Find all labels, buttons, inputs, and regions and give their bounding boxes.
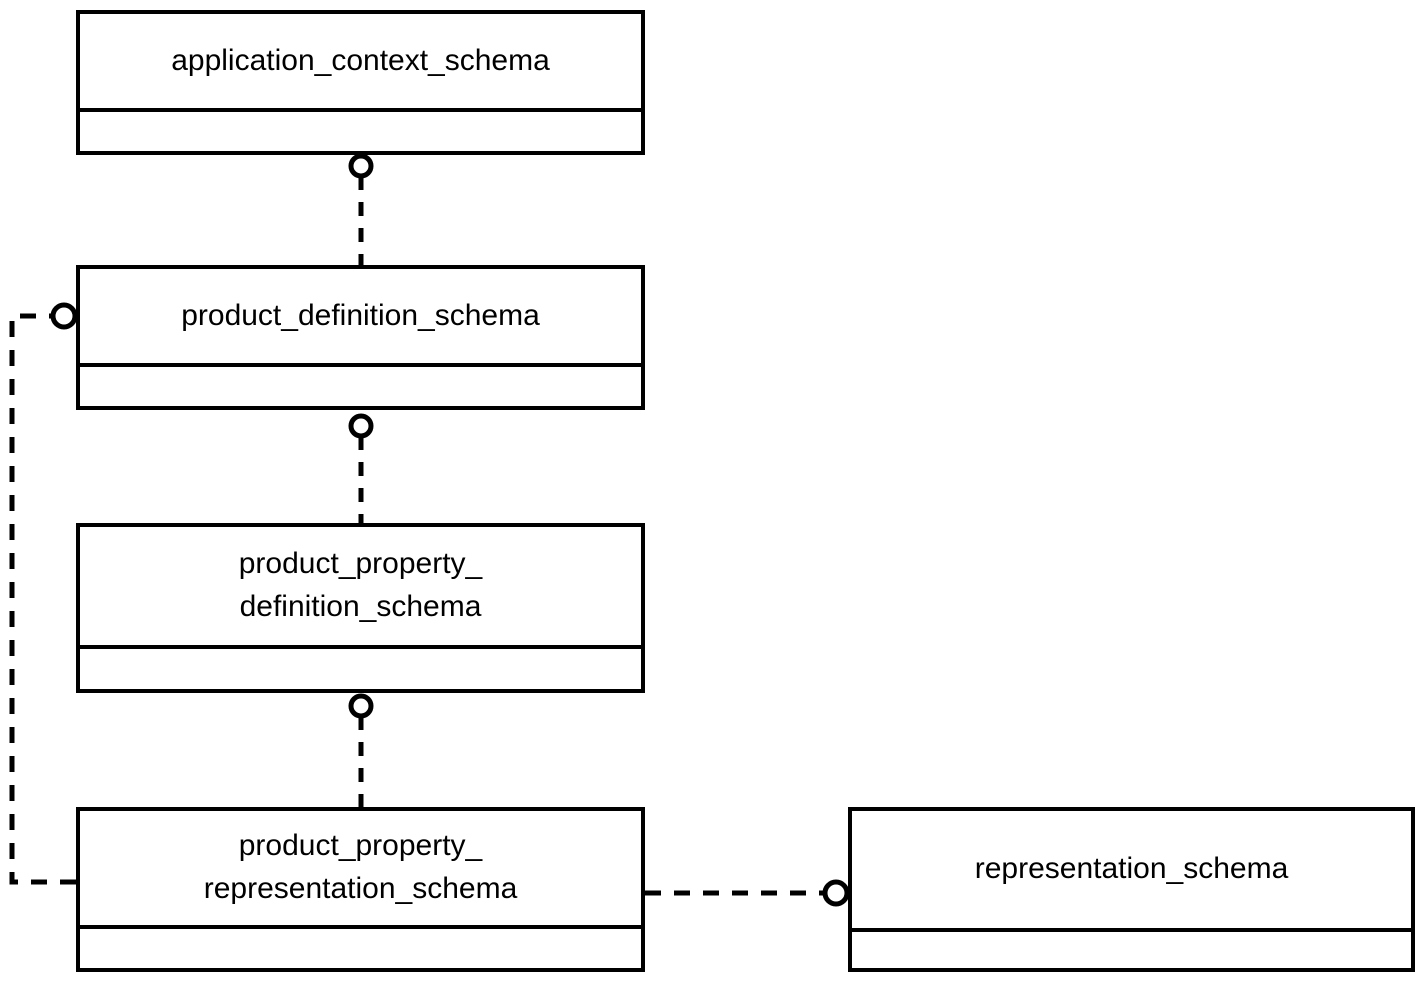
schema-box-attribute-cell [80, 929, 641, 968]
schema-box-representation-schema[interactable]: representation_schema [848, 807, 1415, 972]
schema-box-label: product_property_ representation_schema [203, 829, 518, 905]
schema-box-application-context-schema[interactable]: application_context_schema [76, 10, 645, 155]
schema-box-attribute-cell [80, 367, 641, 406]
schema-box-label: product_definition_schema [181, 298, 540, 332]
schema-box-divider [80, 925, 641, 929]
connector-application-context-to-product-definition[interactable] [348, 153, 374, 265]
connector-product-property-representation-to-product-definition[interactable] [9, 302, 78, 885]
schema-box-divider [80, 645, 641, 649]
schema-box-label: product_property_ definition_schema [238, 547, 483, 623]
connector-circle [50, 302, 78, 330]
schema-box-title-cell: application_context_schema [80, 14, 641, 108]
schema-box-attribute-cell [852, 932, 1411, 968]
schema-box-label: representation_schema [974, 852, 1289, 886]
schema-box-title-cell: product_property_ representation_schema [80, 811, 641, 925]
connector-circle [348, 693, 374, 719]
schema-box-label: application_context_schema [171, 43, 550, 77]
schema-box-product-property-representation-schema[interactable]: product_property_ representation_schema [76, 807, 645, 972]
schema-box-attribute-cell [80, 649, 641, 689]
schema-box-title-cell: product_definition_schema [80, 269, 641, 363]
schema-box-product-definition-schema[interactable]: product_definition_schema [76, 265, 645, 410]
connector-circle [822, 879, 850, 907]
schema-box-divider [80, 363, 641, 367]
connector-circle [348, 153, 374, 179]
connector-product-property-definition-to-product-property-representation[interactable] [348, 693, 374, 807]
schema-box-divider [80, 108, 641, 112]
connector-product-property-representation-to-representation[interactable] [645, 879, 850, 907]
schema-box-title-cell: product_property_ definition_schema [80, 527, 641, 645]
schema-box-attribute-cell [80, 112, 641, 151]
connector-line [9, 313, 76, 885]
connector-product-definition-to-product-property-definition[interactable] [348, 413, 374, 523]
schema-box-product-property-definition-schema[interactable]: product_property_ definition_schema [76, 523, 645, 693]
connector-circle [348, 413, 374, 439]
schema-box-divider [852, 928, 1411, 932]
schema-box-title-cell: representation_schema [852, 811, 1411, 928]
